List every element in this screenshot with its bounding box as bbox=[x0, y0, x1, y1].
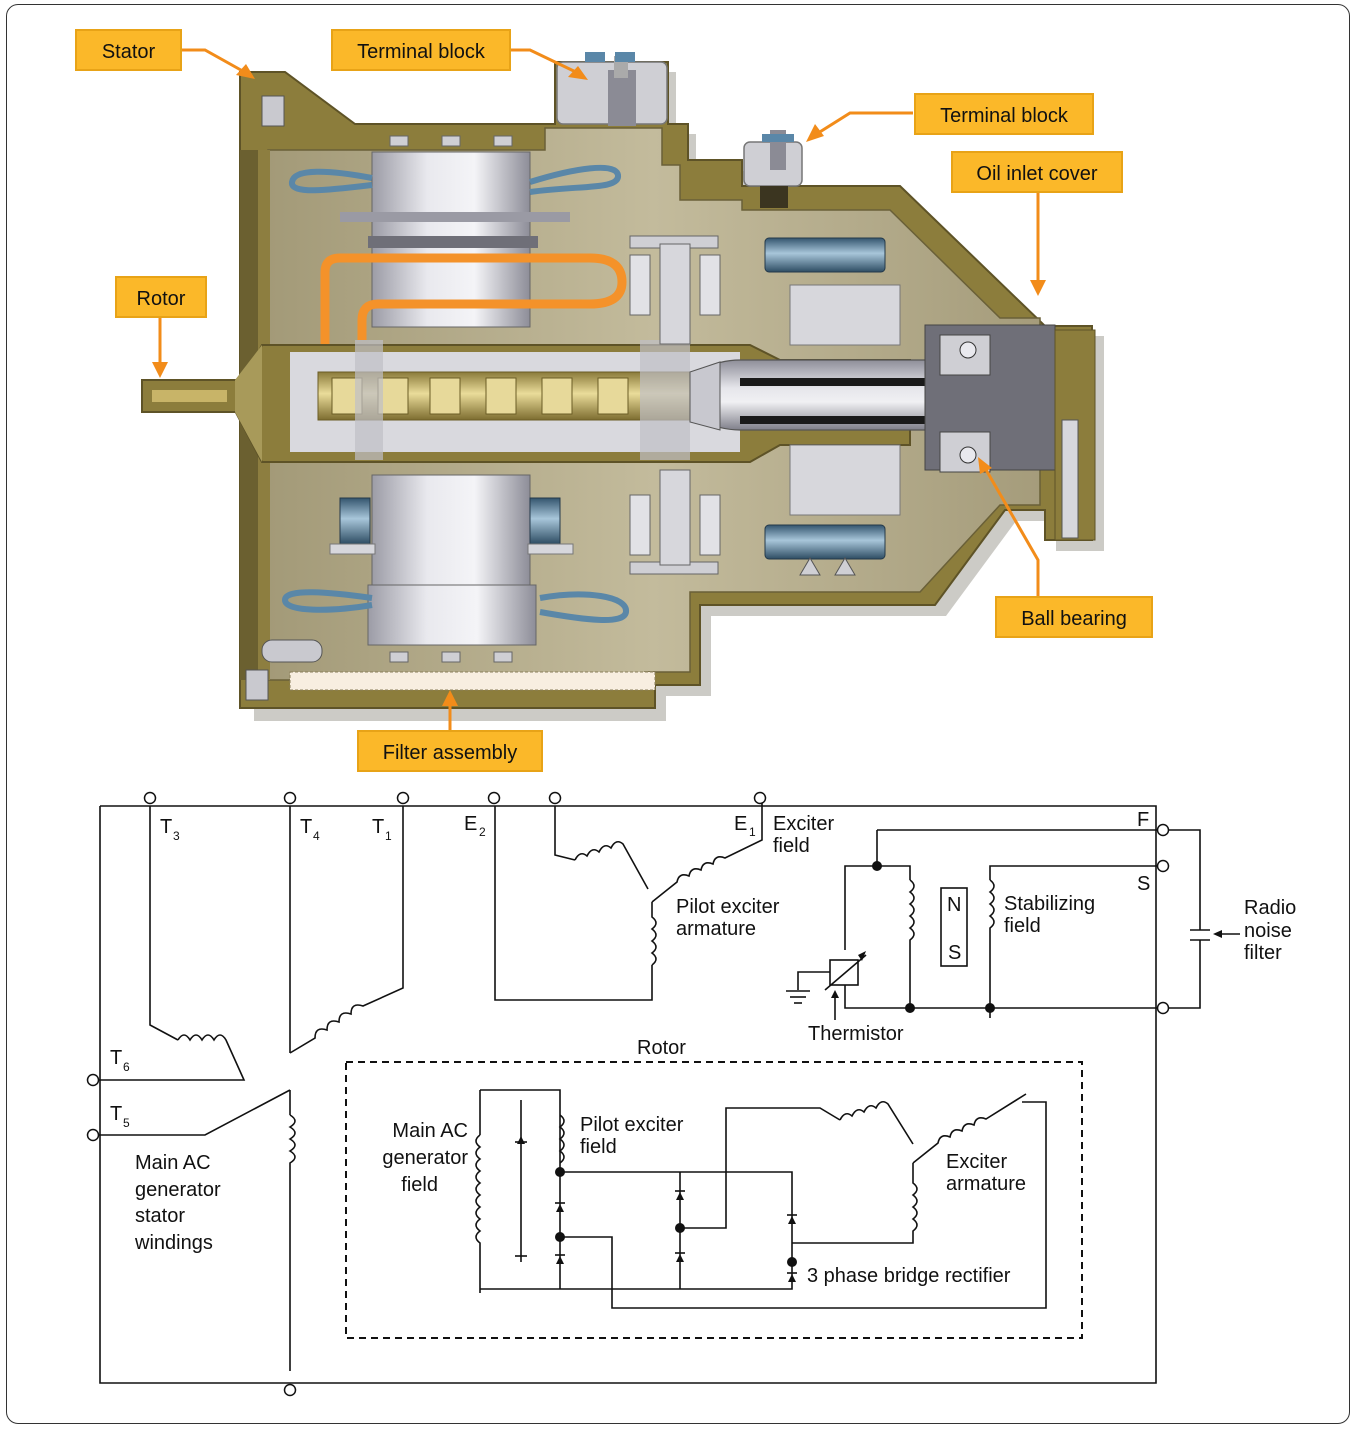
oil-tube bbox=[320, 253, 627, 360]
terminal-neutral bbox=[283, 1383, 297, 1397]
generator-cross-section bbox=[141, 52, 1104, 721]
filter-assembly bbox=[289, 671, 656, 691]
wiring-schematic: T 3 T 4 T 1 E 2 E 1 T 6 T 5 F S Exciter … bbox=[86, 791, 1296, 1397]
label-t6: T bbox=[110, 1047, 122, 1069]
label-radio-noise-filter-1: Radio bbox=[1244, 897, 1296, 919]
callout-arrows bbox=[152, 48, 1046, 730]
label-pilot-exciter-armature-1: Pilot exciter bbox=[676, 896, 780, 918]
label-t5: T bbox=[110, 1103, 122, 1125]
terminal-ground bbox=[1156, 1001, 1170, 1015]
magnet-ns bbox=[940, 887, 968, 967]
label-stator-windings-2: generator bbox=[135, 1179, 221, 1201]
callout-filter-assembly-text: Filter assembly bbox=[383, 742, 517, 764]
label-t5-sub: 5 bbox=[123, 1116, 130, 1130]
figure-frame bbox=[6, 4, 1350, 1424]
label-radio-noise-filter-3: filter bbox=[1244, 942, 1282, 964]
label-radio-noise-filter-2: noise bbox=[1244, 920, 1292, 942]
label-bridge-rectifier: 3 phase bridge rectifier bbox=[807, 1265, 1011, 1287]
label-e2: E bbox=[464, 813, 477, 835]
terminal-t1 bbox=[396, 791, 410, 805]
label-pilot-exciter-field-2: field bbox=[580, 1136, 617, 1158]
label-magnet-s: S bbox=[948, 942, 961, 964]
callout-oil-inlet-cover: Oil inlet cover bbox=[951, 151, 1123, 193]
label-t3: T bbox=[160, 816, 172, 838]
label-pilot-exciter-armature-2: armature bbox=[676, 918, 756, 940]
label-stator-windings-4: windings bbox=[134, 1232, 213, 1254]
ball-bearing bbox=[959, 446, 977, 464]
callout-rotor: Rotor bbox=[115, 276, 207, 318]
terminal-e2 bbox=[487, 791, 501, 805]
label-main-ac-field-1: Main AC bbox=[392, 1120, 468, 1142]
callout-ball-bearing: Ball bearing bbox=[995, 596, 1153, 638]
label-stabilizing-field-2: field bbox=[1004, 915, 1041, 937]
label-main-ac-field-2: generator bbox=[382, 1147, 468, 1169]
label-magnet-n: N bbox=[947, 894, 961, 916]
label-f: F bbox=[1137, 809, 1149, 831]
label-exciter-field-2: field bbox=[773, 835, 810, 857]
callout-terminal-block-1-text: Terminal block bbox=[357, 41, 486, 63]
terminal-f bbox=[1156, 823, 1170, 837]
label-t1: T bbox=[372, 816, 384, 838]
callout-stator-text: Stator bbox=[102, 41, 156, 63]
callout-ball-bearing-text: Ball bearing bbox=[1021, 608, 1127, 630]
callout-filter-assembly: Filter assembly bbox=[357, 730, 543, 772]
terminal-t6 bbox=[86, 1073, 100, 1087]
terminal-s bbox=[1156, 859, 1170, 873]
label-pilot-exciter-field-1: Pilot exciter bbox=[580, 1114, 684, 1136]
callout-rotor-text: Rotor bbox=[137, 288, 186, 310]
label-exciter-armature-1: Exciter bbox=[946, 1151, 1007, 1173]
label-exciter-field-1: Exciter bbox=[773, 813, 834, 835]
label-e2-sub: 2 bbox=[479, 825, 486, 839]
label-stator-windings-3: stator bbox=[135, 1205, 185, 1227]
label-stator-windings-1: Main AC bbox=[135, 1152, 211, 1174]
terminal-e1-left bbox=[548, 791, 562, 805]
terminal-t5 bbox=[86, 1128, 100, 1142]
diodes bbox=[555, 1190, 797, 1282]
label-exciter-armature-2: armature bbox=[946, 1173, 1026, 1195]
label-t4-sub: 4 bbox=[313, 829, 320, 843]
label-rotor: Rotor bbox=[637, 1037, 686, 1059]
terminal-t4 bbox=[283, 791, 297, 805]
callout-oil-inlet-cover-text: Oil inlet cover bbox=[976, 163, 1097, 185]
label-thermistor: Thermistor bbox=[808, 1023, 904, 1045]
callout-terminal-block-2-text: Terminal block bbox=[940, 105, 1069, 127]
label-s: S bbox=[1137, 873, 1150, 895]
label-main-ac-field-3: field bbox=[401, 1174, 438, 1196]
callout-stator: Stator bbox=[75, 29, 182, 71]
callout-terminal-block-1: Terminal block bbox=[331, 29, 511, 71]
terminal-e1 bbox=[753, 791, 767, 805]
label-e1: E bbox=[734, 813, 747, 835]
label-t3-sub: 3 bbox=[173, 829, 180, 843]
rotor-box bbox=[345, 1061, 1083, 1339]
label-t1-sub: 1 bbox=[385, 829, 392, 843]
label-e1-sub: 1 bbox=[749, 825, 756, 839]
label-t4: T bbox=[300, 816, 312, 838]
label-t6-sub: 6 bbox=[123, 1060, 130, 1074]
terminal-t3 bbox=[143, 791, 157, 805]
label-stabilizing-field-1: Stabilizing bbox=[1004, 893, 1095, 915]
callout-terminal-block-2: Terminal block bbox=[914, 93, 1094, 135]
